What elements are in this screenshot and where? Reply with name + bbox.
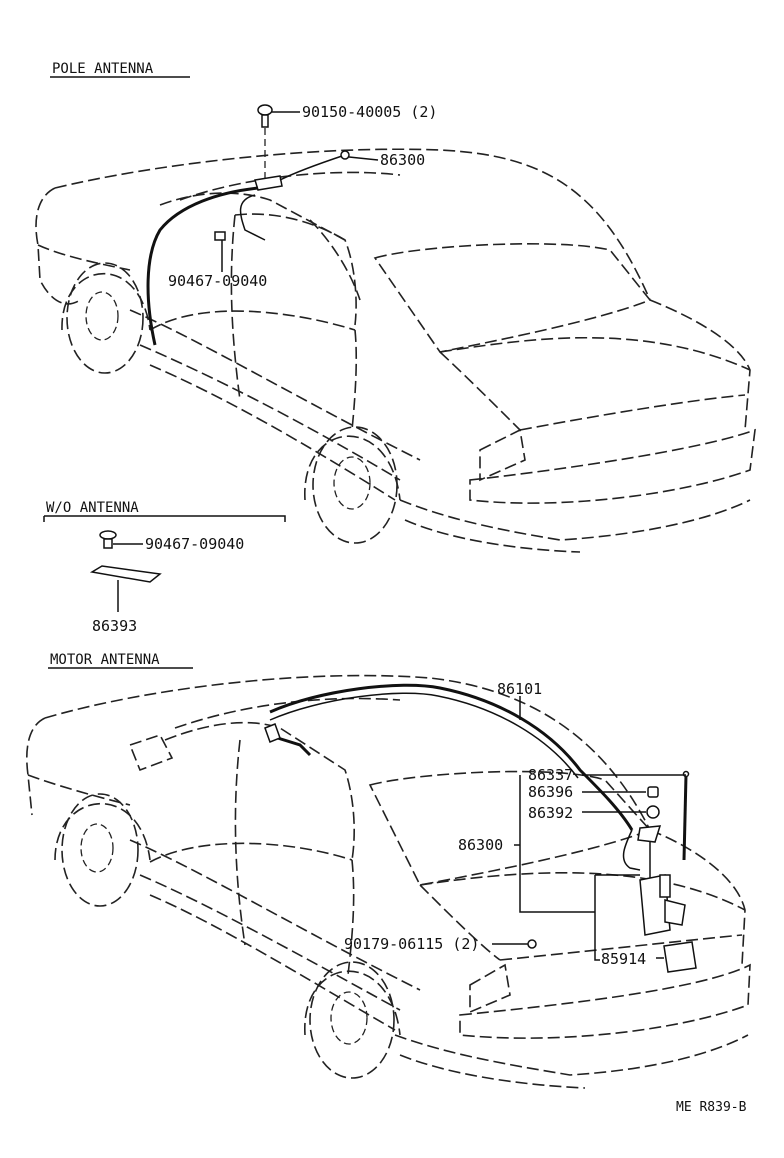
- motor-part-86300-label: 86300: [458, 836, 503, 854]
- side-mirror: [128, 734, 174, 772]
- part-86300-label: 86300: [380, 151, 425, 169]
- screw-icon: [257, 104, 273, 116]
- wo-clip-shank-icon: [103, 538, 113, 549]
- wo-antenna-parts: [89, 530, 162, 612]
- pole-antenna-assembly: [146, 104, 379, 346]
- part-90150-40005-label: 90150-40005 (2): [302, 103, 437, 121]
- front-wheel: [66, 262, 144, 374]
- wo-clip-icon: [99, 530, 117, 540]
- part-86393-label: 86393: [92, 617, 137, 635]
- bezel-icon: [646, 805, 660, 819]
- part-90467-09040-label: 90467-09040: [168, 272, 267, 290]
- antenna-cable: [146, 186, 259, 346]
- part-90179-06115-label: 90179-06115 (2): [344, 935, 479, 953]
- antenna-pole-icon: [682, 774, 688, 861]
- part-86396-label: 86396: [528, 783, 573, 801]
- antenna-base-icon: [254, 175, 283, 191]
- wo-antenna-heading: W/O ANTENNA: [46, 500, 139, 516]
- diagram-code: ME R839-B: [676, 1100, 747, 1115]
- rear-wheel-lower: [309, 961, 395, 1079]
- front-wheel-lower: [61, 793, 139, 907]
- nut-icon: [647, 786, 659, 798]
- part-85914-label: 85914: [601, 950, 646, 968]
- relay-icon: [663, 941, 697, 973]
- lower-car-outline: [26, 674, 751, 1089]
- antenna-tip-icon: [340, 150, 350, 160]
- antenna-cord-86101: [269, 683, 634, 831]
- screw-shank-icon: [261, 114, 269, 128]
- part-86392-label: 86392: [528, 804, 573, 822]
- motor-screw-icon: [527, 939, 537, 949]
- wo-part-90467-09040-label: 90467-09040: [145, 535, 244, 553]
- wo-antenna-bracket: [43, 515, 286, 522]
- cover-plate-icon: [89, 565, 162, 583]
- part-86101-label: 86101: [497, 680, 542, 698]
- mount-bracket-icon: [637, 825, 662, 843]
- motor-antenna-assembly: [264, 683, 697, 973]
- rear-wheel: [312, 426, 398, 544]
- pole-antenna-heading: POLE ANTENNA: [52, 61, 154, 77]
- clip-icon: [214, 231, 226, 241]
- motor-antenna-heading: MOTOR ANTENNA: [50, 652, 160, 668]
- part-86337-label: 86337: [528, 766, 573, 784]
- upper-car-outline: [35, 148, 756, 553]
